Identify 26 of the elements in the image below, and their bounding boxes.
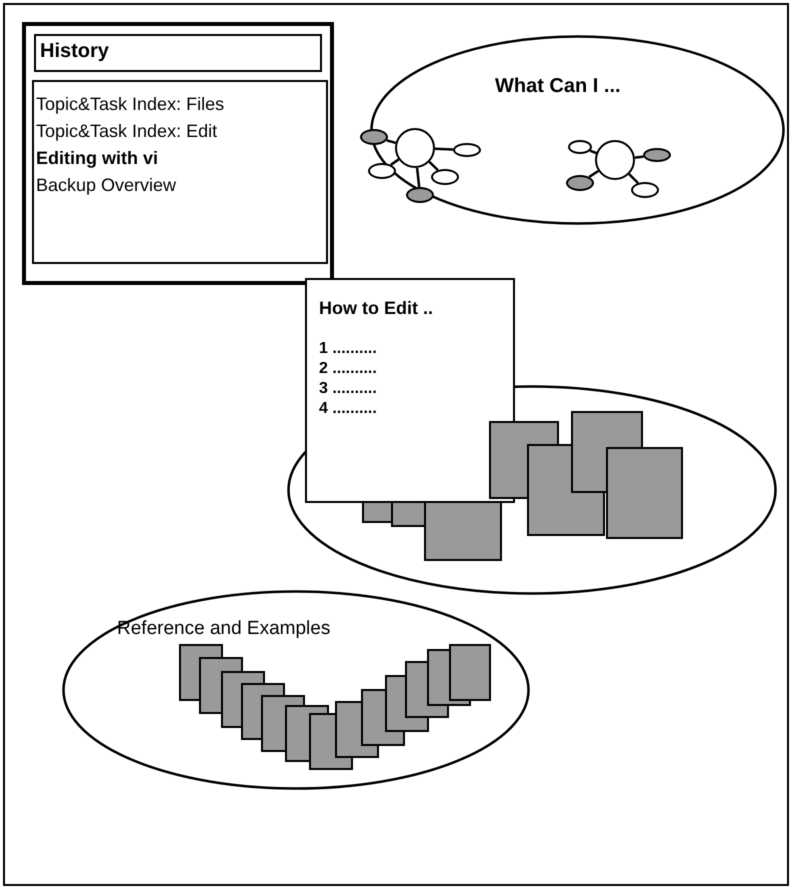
ellipse-title: What Can I ...	[495, 75, 621, 98]
connector-line	[628, 173, 639, 184]
numbered-line: 2 ..........	[319, 360, 377, 378]
page-heading: How to Edit ..	[319, 298, 433, 319]
concept-ellipse	[368, 163, 396, 179]
connector-line	[634, 155, 644, 159]
history-item: Editing with vi	[36, 148, 158, 169]
numbered-line: 4 ..........	[319, 400, 377, 418]
numbered-line: 3 ..........	[319, 380, 377, 398]
ellipse-title: Reference and Examples	[117, 618, 330, 640]
connector-line	[386, 139, 396, 144]
connector-line	[590, 150, 597, 154]
numbered-line: 1 ..........	[319, 340, 377, 358]
window-title: History	[40, 40, 109, 63]
concept-ellipse	[360, 129, 388, 145]
concept-ellipse	[406, 187, 434, 203]
help-page	[305, 278, 515, 503]
history-item: Backup Overview	[36, 175, 176, 196]
connector-line	[416, 168, 420, 188]
connector-line	[588, 170, 599, 178]
connector-line	[434, 148, 454, 151]
connector-line	[428, 161, 439, 172]
window-frame	[22, 22, 334, 285]
history-item: Topic&Task Index: Edit	[36, 121, 218, 142]
history-item: Topic&Task Index: Files	[36, 94, 224, 115]
connector-line	[390, 158, 400, 166]
